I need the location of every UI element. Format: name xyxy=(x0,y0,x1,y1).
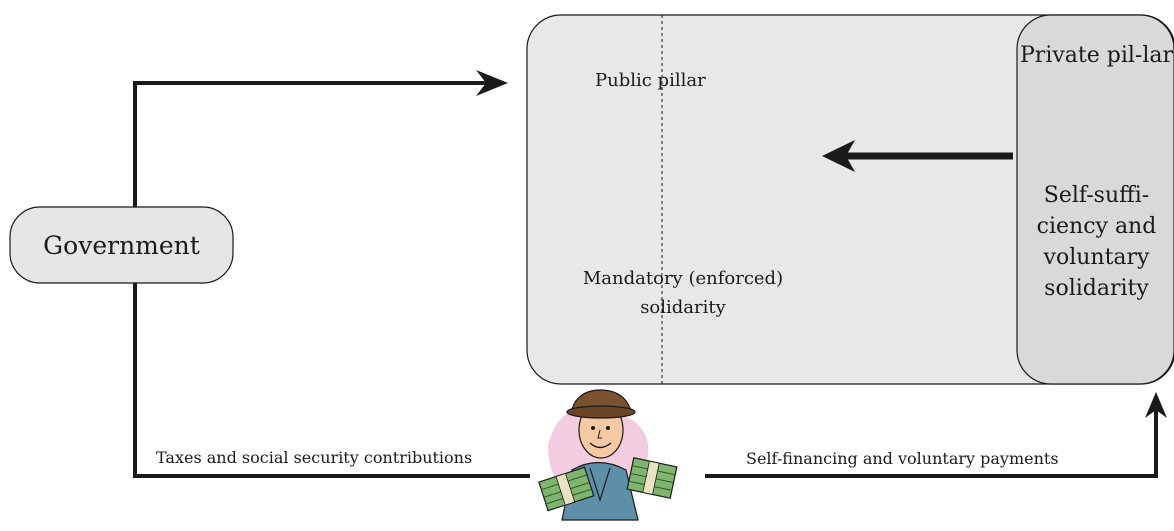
public-pillar-subtitle: Mandatory (enforced) solidarity xyxy=(582,268,784,318)
government-label: Government xyxy=(43,230,200,260)
private-pillar-box xyxy=(1016,14,1174,385)
taxes-flow-label: Taxes and social security contributions xyxy=(156,448,473,467)
self-financing-flow-label: Self-financing and voluntary payments xyxy=(746,449,1059,468)
private-pillar-subtitle: Self-suffi-ciency and voluntary solidari… xyxy=(1036,183,1157,301)
taxes-flow-line xyxy=(133,283,530,478)
government-to-public-arrow xyxy=(133,81,500,207)
self-financing-flow-line xyxy=(705,410,1158,478)
public-pillar-box xyxy=(526,14,1174,385)
private-pillar-title: Private pil-lar xyxy=(1020,43,1174,68)
arrowhead-icon xyxy=(476,70,508,96)
government-box xyxy=(9,206,234,284)
arrowhead-icon xyxy=(822,140,855,172)
arrowhead-icon xyxy=(1145,392,1167,418)
person-with-money-icon xyxy=(538,389,678,521)
public-pillar-title: Public pillar xyxy=(595,70,706,91)
